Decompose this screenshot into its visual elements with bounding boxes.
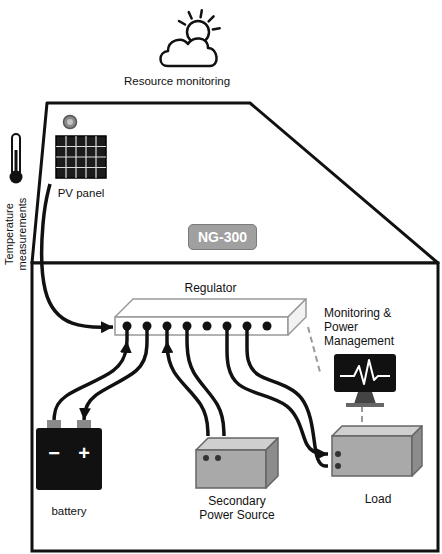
secondary-source-box <box>192 436 282 490</box>
node-label: battery <box>36 504 102 518</box>
monitor-pulse <box>340 360 390 384</box>
power-cable <box>187 341 224 436</box>
node-label: NG-300 <box>198 228 247 246</box>
pv-panel-graphic <box>53 134 109 182</box>
irradiance-sensor <box>64 116 77 129</box>
sun-ray <box>213 28 220 29</box>
port-dot <box>335 463 341 469</box>
pv-cell-line <box>56 156 106 157</box>
model-badge: NG-300 <box>188 224 257 250</box>
box-front-face <box>332 436 412 476</box>
regulator: Regulator <box>113 281 308 341</box>
box-side-face <box>412 426 422 476</box>
box-top-face <box>115 299 306 317</box>
irradiance-sensor-lens <box>67 119 73 125</box>
regulator-box <box>113 297 308 341</box>
thermometer-icon <box>4 132 28 186</box>
battery-body <box>36 428 102 490</box>
regulator-port <box>123 322 132 331</box>
monitor-screen <box>334 354 396 392</box>
port-dot <box>203 455 209 461</box>
sun-ray <box>179 21 185 25</box>
node-label: Secondary Power Source <box>192 494 282 522</box>
signal-line <box>361 406 363 424</box>
load-box <box>328 424 428 480</box>
power-cable <box>54 341 127 420</box>
monitor-stand <box>354 392 376 404</box>
regulator-port <box>243 322 252 331</box>
port-dot <box>335 451 341 457</box>
signal-line <box>308 327 320 372</box>
polarity-sign: − <box>42 442 66 464</box>
regulator-port <box>143 322 152 331</box>
regulator-port <box>203 322 212 331</box>
node-label: Resource monitoring <box>118 74 236 88</box>
regulator-port <box>223 322 232 331</box>
house-roof <box>32 103 438 263</box>
secondary-source: Secondary Power Source <box>192 436 282 522</box>
power-cable <box>42 184 113 327</box>
thermometer-mercury <box>15 150 18 176</box>
box-top-face <box>196 438 278 450</box>
sun-ray <box>189 12 192 18</box>
regulator-port <box>263 322 272 331</box>
pv-cell-line <box>56 146 106 147</box>
node-label: Temperature measurements <box>3 192 29 276</box>
battery: −+ battery <box>36 420 102 518</box>
box-front-face <box>115 317 288 335</box>
monitor-base <box>346 403 384 407</box>
box-front-face <box>196 450 266 488</box>
pv-cell-line <box>56 167 106 168</box>
sun-ray <box>209 16 214 21</box>
monitoring-unit: Monitoring & Power Management <box>320 306 410 406</box>
node-label: PV panel <box>50 186 112 200</box>
port-dot <box>215 455 221 461</box>
monitor-icon <box>320 354 410 408</box>
regulator-port <box>163 322 172 331</box>
node-label: Load <box>328 492 428 506</box>
box-side-face <box>266 438 278 488</box>
node-label: Regulator <box>113 281 308 295</box>
load: Load <box>328 424 428 506</box>
pv-panel-icon <box>56 136 106 178</box>
regulator-port <box>183 322 192 331</box>
thermometer-tube <box>12 134 20 176</box>
box-top-face <box>332 426 422 436</box>
pv-panel: PV panel <box>50 134 112 202</box>
temperature-sensor: Temperature measurements <box>2 132 30 282</box>
power-cable <box>84 341 147 420</box>
house-wall <box>32 263 438 551</box>
cloud-icon <box>161 38 217 66</box>
polarity-sign: + <box>72 442 96 464</box>
node-label: Monitoring & Power Management <box>324 306 404 348</box>
box-side-face <box>288 299 306 335</box>
sun-ray <box>201 10 202 17</box>
resource-monitoring: Resource monitoring <box>118 6 236 94</box>
battery-icon <box>36 420 102 492</box>
weather-icon <box>118 6 236 72</box>
